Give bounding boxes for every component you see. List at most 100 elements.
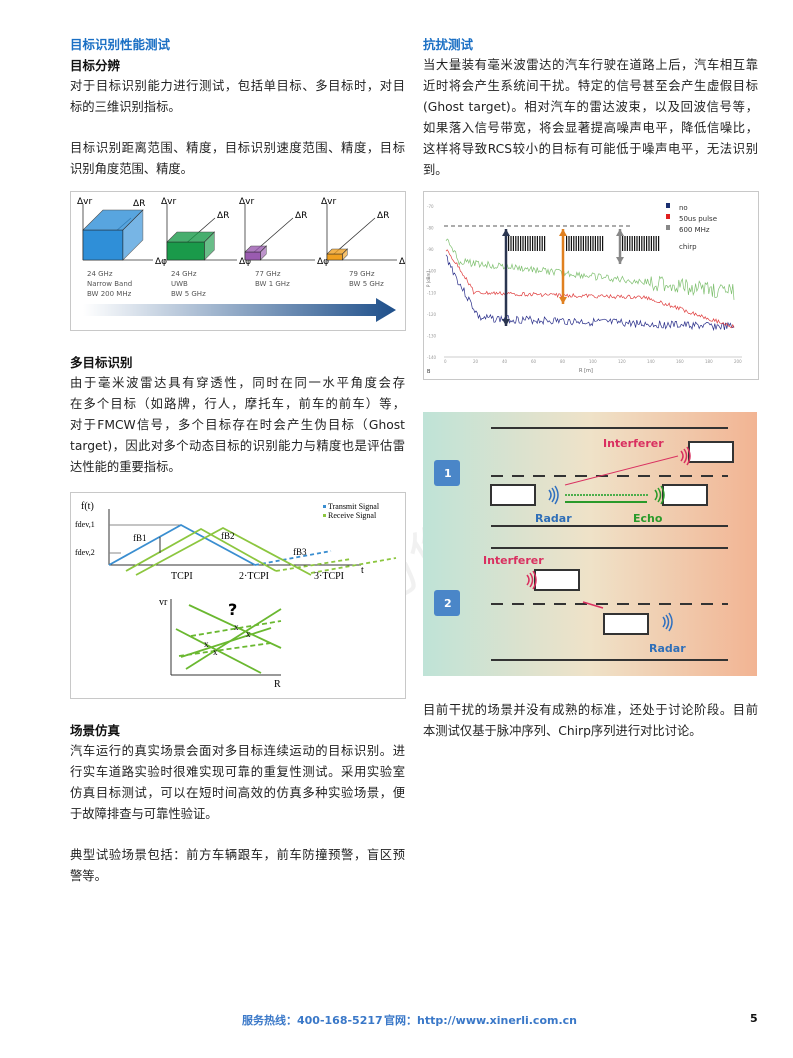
line-a [188, 604, 282, 649]
box-front [326, 253, 343, 261]
transmit-dashed [254, 550, 332, 566]
barcode-bar [582, 236, 584, 251]
progress-arrow [83, 298, 396, 322]
paragraph-line: 到。 [423, 163, 448, 177]
heading-scene-simulation: 场景仿真 [70, 723, 121, 738]
barcode-bar [515, 236, 517, 251]
x-tick: 120 [618, 359, 626, 364]
paragraph-line: 近时将会产生系统间干扰。特定的信号甚至会产生虚假目标 [423, 79, 758, 93]
y-tick: -110 [427, 290, 437, 295]
y-tick: -70 [427, 204, 434, 209]
heading-target-resolution: 目标分辨 [70, 58, 121, 73]
y-tick: -120 [427, 312, 437, 317]
receive-signal-2 [135, 526, 312, 576]
paragraph-line: 当大量装有毫米波雷达的汽车行驶在道路上后，汽车相互靠 [423, 58, 758, 72]
barcode-bar [622, 236, 624, 251]
footer-website[interactable]: 官网：http://www.xinerli.com.cn [384, 1014, 577, 1027]
signal-wave-icon [665, 614, 670, 630]
paragraph-line: 仿真目标测试，可以在短时间高效的仿真多种实验场景，便 [70, 786, 405, 800]
arrow-pulse-head-down [559, 297, 567, 304]
signal-wave-icon [548, 489, 552, 501]
interference-arrow [564, 455, 679, 486]
box-side [260, 245, 267, 261]
barcode-bar [536, 236, 538, 251]
receive-signal-1 [125, 527, 277, 572]
car-interferer-1 [688, 441, 734, 463]
barcode-bar [638, 236, 640, 251]
footer-hotline: 服务热线：400-168-5217 [242, 1014, 383, 1027]
barcode-bar [594, 236, 596, 251]
barcode-bar [646, 236, 648, 251]
arrow-chirp-head-up [616, 229, 624, 236]
label-r: R [274, 679, 281, 690]
barcode-bar [529, 236, 531, 251]
paragraph-line: 警等。 [70, 869, 107, 883]
label-dvr: Δvr [77, 197, 92, 207]
y-tick: -80 [427, 226, 434, 231]
line-c [185, 608, 282, 670]
label-dr: ΔR [133, 199, 145, 209]
barcode-bar [641, 236, 643, 251]
barcode-bar [524, 236, 526, 251]
legend-swatch [666, 214, 670, 219]
paragraph-line: target)，因此对多个动态目标的识别能力与精度也是评估雷 [70, 439, 405, 453]
barcode-bar [541, 236, 543, 251]
barcode-bar [568, 236, 570, 251]
barcode-bar [544, 236, 546, 251]
legend-transmit: Transmit Signal [328, 502, 380, 511]
legend-swatch [666, 225, 670, 230]
barcode-bar [648, 236, 650, 251]
paragraph-line: 目标识别距离范围、精度，目标识别速度范围、精度，目标 [70, 141, 405, 155]
barcode-bar [599, 236, 601, 251]
label-dr: ΔR [377, 211, 389, 221]
x-tick: 0 [444, 359, 447, 364]
label-fb3: fB3 [293, 547, 307, 557]
x-tick: 100 [589, 359, 597, 364]
legend-rx-swatch [323, 514, 326, 517]
signal-wave-icon [551, 487, 556, 503]
label-echo: Echo [633, 512, 663, 525]
signal-wave-icon [662, 616, 666, 628]
x-label: R [m] [579, 368, 593, 374]
label-dphi: Δφ [399, 257, 405, 267]
paragraph-line: 汽车运行的真实场景会面对多目标连续运动的目标识别。进 [70, 744, 405, 758]
line-e-dashed [190, 620, 282, 637]
barcode-bar [585, 236, 587, 251]
band-label: 79 GHz [349, 270, 375, 278]
barcode-bar [517, 236, 519, 251]
paragraph-line: 目前干扰的场景并没有成熟的标准，还处于讨论阶段。目前 [423, 703, 758, 717]
label-radar-2: Radar [649, 642, 686, 655]
barcode-bar [508, 236, 510, 251]
paragraph-line: 识别角度范围、精度。 [70, 162, 193, 176]
barcode-bar [658, 236, 660, 251]
label-dr: ΔR [217, 211, 229, 221]
barcode-bar [587, 236, 589, 251]
band-label: 24 GHz [171, 270, 197, 278]
paragraph-line: 如果落入信号带宽，将会显著提高噪声电平，降低信噪比， [423, 121, 758, 135]
series-chirp [445, 238, 735, 300]
x-tick: 20 [473, 359, 479, 364]
band-label: UWB [171, 280, 188, 288]
legend-receive: Receive Signal [328, 511, 377, 520]
paragraph-line: 对于FMCW信号，多个目标存在时会产生伪目标（Ghost [70, 418, 405, 432]
label-dvr: Δvr [239, 197, 254, 207]
box-front [82, 229, 124, 261]
signal-wave-icon [680, 450, 684, 462]
x-tick: 80 [560, 359, 566, 364]
barcode-bar [522, 236, 524, 251]
barcode-bar [520, 236, 522, 251]
x-tick: 200 [734, 359, 742, 364]
signal-wave-icon [657, 487, 662, 503]
car-radar-2 [603, 613, 649, 635]
line-d [180, 627, 272, 658]
box-side [204, 231, 215, 261]
paragraph-line: (Ghost target)。相对汽车的雷达波束，以及回波信号等， [423, 100, 758, 114]
label-dr: ΔR [295, 211, 307, 221]
barcode-bar [592, 236, 594, 251]
scenario-1-badge-label: 1 [444, 467, 452, 480]
scenario-1-badge [434, 460, 460, 486]
signal-wave-icon [529, 572, 534, 588]
